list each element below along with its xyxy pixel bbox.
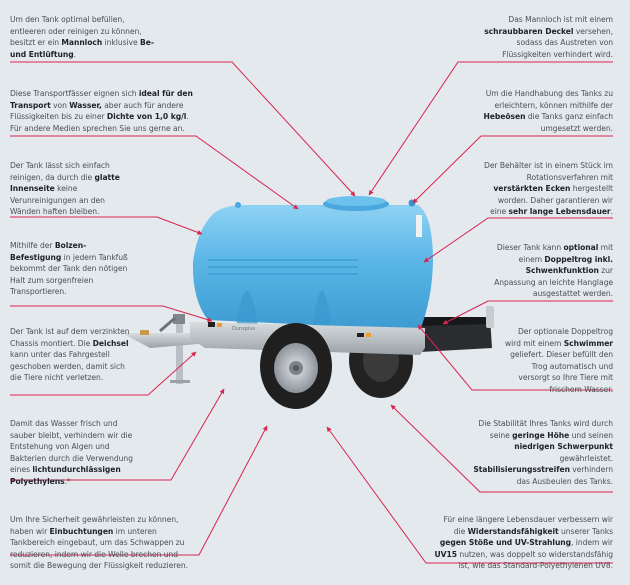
callout-emphasis: schraubbaren Deckel — [484, 26, 574, 36]
callout-emphasis: Dichte von 1,0 kg/l — [106, 112, 187, 122]
callout-emphasis: Widerstandsfähigkeit — [467, 526, 559, 536]
leader-line-einbuchtungen — [10, 425, 268, 556]
callout-emphasis: Einbuchtungen — [49, 526, 114, 536]
leader-line-stabilitaet — [390, 404, 613, 493]
callout-emphasis: Doppeltrog inkl. Schwenkfunktion — [525, 254, 613, 276]
callout-emphasis: Be- und Entlüftung — [10, 38, 154, 59]
callout-emphasis: geringe Höhe — [512, 430, 570, 440]
leader-line-schwimmer — [417, 324, 613, 391]
callout-emphasis: Wasser, — [69, 100, 102, 110]
leader-line-mannloch — [10, 61, 356, 197]
callout-doppeltrog: Dieser Tank kann optional mit einem Dopp… — [494, 243, 613, 299]
callout-emphasis: optional — [563, 243, 599, 252]
callout-transport: Diese Transportfässer eignen sich ideal … — [10, 89, 193, 133]
callout-emphasis: glatte Innenseite — [10, 172, 120, 194]
callout-deichsel: Der Tank ist auf dem verzinkten Chassis … — [10, 327, 130, 383]
callout-emphasis: sehr lange Lebensdauer — [508, 207, 611, 217]
leader-line-polyethylen — [10, 388, 225, 481]
callout-emphasis: ideal für den Transport — [10, 89, 193, 110]
leader-line-deichsel — [10, 351, 197, 396]
leader-line-hebeoesen — [412, 135, 613, 204]
callout-emphasis: Stabilisierungsstreifen — [473, 465, 570, 475]
callout-emphasis: Mannloch — [61, 38, 103, 48]
water-tank — [192, 196, 433, 332]
callout-deckel: Das Mannloch ist mit einem schraubbaren … — [484, 15, 613, 59]
callout-innenseite: Der Tank lässt sich einfach reinigen, da… — [10, 161, 120, 217]
callout-stabilitaet: Die Stabilität Ihres Tanks wird durch se… — [473, 419, 613, 486]
double-trough — [418, 306, 494, 352]
leader-lines — [10, 61, 613, 564]
callout-schwimmer: Der optionale Doppeltrog wird mit einem … — [504, 327, 613, 394]
leader-line-doppeltrog — [442, 300, 613, 325]
callout-emphasis: gegen Stöße und UV-Strahlung — [439, 538, 572, 548]
callout-emphasis: Bolzen-Befestigung — [10, 241, 87, 262]
callout-hebeoesen: Um die Handhabung des Tanks zu erleichte… — [483, 89, 614, 133]
callout-emphasis: Hebeösen — [483, 112, 526, 122]
callout-emphasis: UV15 — [434, 549, 457, 559]
callout-uv15: Für eine längere Lebensdauer verbessern … — [434, 515, 614, 571]
callout-emphasis: verstärkten Ecken — [493, 184, 571, 194]
leader-line-transport — [10, 135, 299, 210]
leader-line-deckel — [368, 61, 613, 196]
jack-stand — [159, 314, 190, 384]
callout-mannloch: Um den Tank optimal befüllen, entleeren … — [10, 15, 154, 59]
brand-label: Dunsplus — [232, 326, 256, 332]
callout-bolzen: Mithilfe der Bolzen-Befestigung in jedem… — [10, 241, 128, 297]
drawbar — [122, 330, 210, 348]
leader-line-innenseite — [10, 216, 203, 235]
callout-ecken: Der Behälter ist in einem Stück im Rotat… — [484, 161, 613, 217]
callout-emphasis: lichtundurchlässigen Polyethylens — [10, 465, 121, 486]
front-wheel — [260, 323, 332, 409]
leader-line-bolzen — [10, 305, 213, 323]
callout-emphasis: Schwimmer — [563, 338, 613, 348]
callout-emphasis: niedrigen Schwerpunkt — [514, 442, 613, 452]
callout-polyethylen: Damit das Wasser frisch und sauber bleib… — [10, 419, 133, 486]
leader-line-ecken — [423, 217, 613, 263]
leader-line-uv15 — [326, 426, 613, 564]
callout-emphasis: Deichsel — [92, 338, 129, 348]
callout-einbuchtungen: Um Ihre Sicherheit gewährleisten zu könn… — [10, 515, 189, 571]
